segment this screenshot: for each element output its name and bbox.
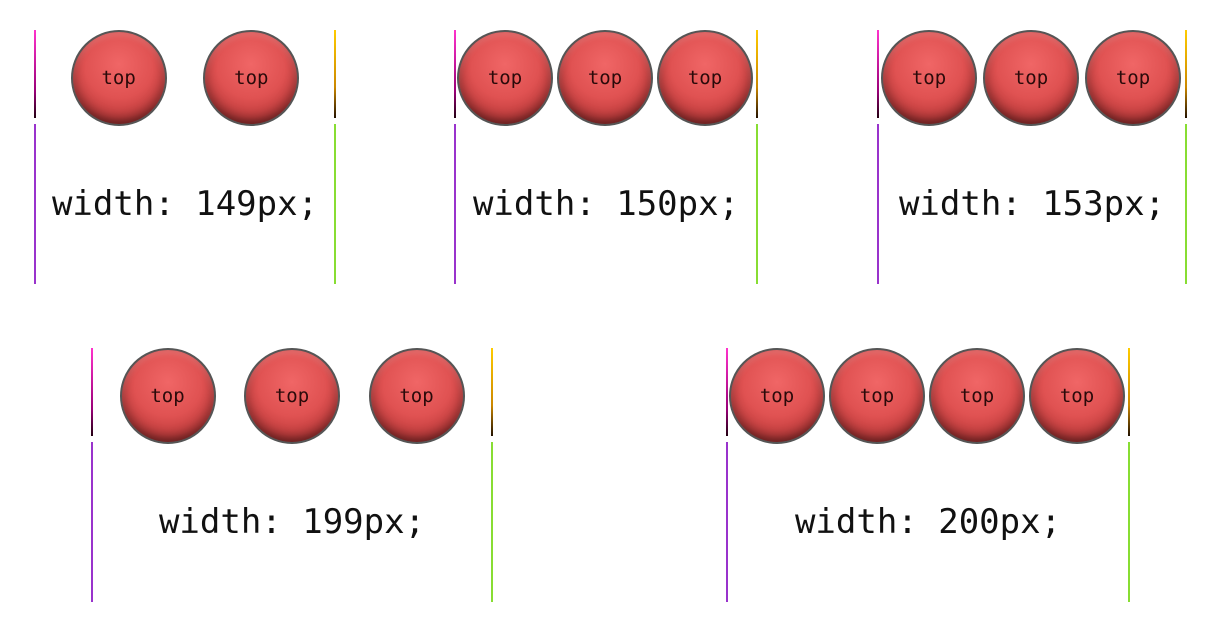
left-bottom-edge-marker <box>454 124 456 284</box>
button-row: top top <box>34 30 336 126</box>
top-button[interactable]: top <box>881 30 977 126</box>
top-button[interactable]: top <box>457 30 553 126</box>
demo-width-149: top top width: 149px; <box>34 30 336 284</box>
right-bottom-edge-marker <box>1128 442 1130 602</box>
right-bottom-edge-marker <box>1185 124 1187 284</box>
left-top-edge-marker <box>726 348 728 436</box>
right-bottom-edge-marker <box>756 124 758 284</box>
top-button[interactable]: top <box>119 348 216 444</box>
width-label: width: 153px; <box>898 184 1166 224</box>
right-bottom-edge-marker <box>491 442 493 602</box>
top-button[interactable]: top <box>983 30 1079 126</box>
button-row: top top top <box>91 348 493 444</box>
demo-width-153: top top top width: 153px; <box>877 30 1187 284</box>
top-button[interactable]: top <box>70 30 167 126</box>
left-top-edge-marker <box>34 30 36 118</box>
left-bottom-edge-marker <box>726 442 728 602</box>
width-label: width: 149px; <box>51 184 319 224</box>
top-button[interactable]: top <box>203 30 300 126</box>
top-button[interactable]: top <box>557 30 653 126</box>
left-top-edge-marker <box>877 30 879 118</box>
right-top-edge-marker <box>756 30 758 118</box>
top-button[interactable]: top <box>1029 348 1125 444</box>
right-top-edge-marker <box>491 348 493 436</box>
demo-width-200: top top top top width: 200px; <box>726 348 1130 602</box>
left-bottom-edge-marker <box>91 442 93 602</box>
button-row: top top top <box>881 30 1185 126</box>
button-row: top top top <box>457 30 757 126</box>
right-top-edge-marker <box>334 30 336 118</box>
width-label: width: 200px; <box>794 502 1062 542</box>
top-button[interactable]: top <box>929 348 1025 444</box>
width-label: width: 199px; <box>158 502 426 542</box>
left-top-edge-marker <box>91 348 93 436</box>
width-label: width: 150px; <box>472 184 740 224</box>
left-bottom-edge-marker <box>877 124 879 284</box>
right-top-edge-marker <box>1185 30 1187 118</box>
top-button[interactable]: top <box>1085 30 1181 126</box>
top-button[interactable]: top <box>244 348 340 444</box>
left-top-edge-marker <box>454 30 456 118</box>
button-row: top top top top <box>729 348 1129 444</box>
demo-width-199: top top top width: 199px; <box>91 348 493 602</box>
demo-width-150: top top top width: 150px; <box>454 30 758 284</box>
top-button[interactable]: top <box>657 30 753 126</box>
top-button[interactable]: top <box>729 348 825 444</box>
top-button[interactable]: top <box>368 348 465 444</box>
right-bottom-edge-marker <box>334 124 336 284</box>
left-bottom-edge-marker <box>34 124 36 284</box>
top-button[interactable]: top <box>829 348 925 444</box>
right-top-edge-marker <box>1128 348 1130 436</box>
